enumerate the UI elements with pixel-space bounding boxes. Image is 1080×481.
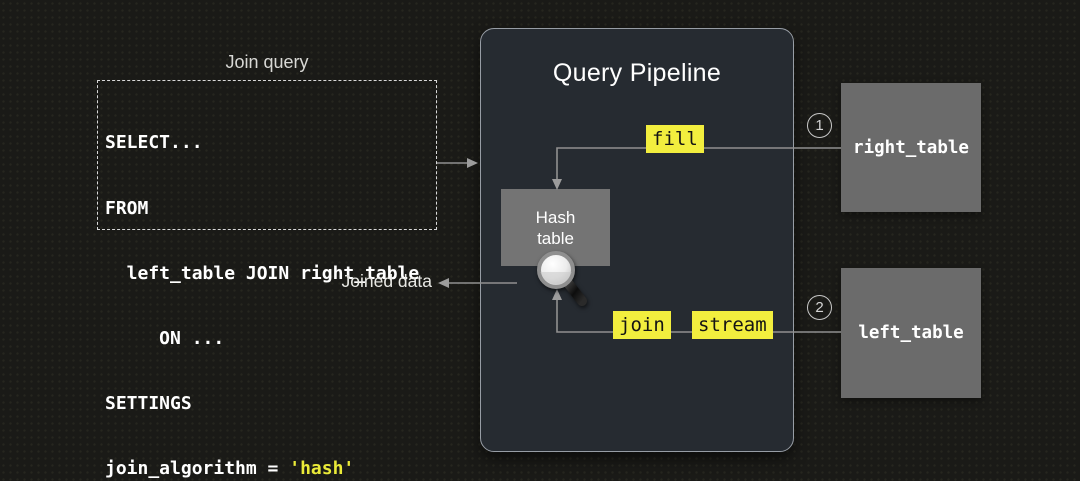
hash-table-label: Hash table bbox=[535, 207, 576, 248]
code-line: left_table JOIN right_table bbox=[105, 262, 420, 284]
code-line: join_algorithm = 'hash' bbox=[105, 458, 436, 480]
pipeline-title: Query Pipeline bbox=[552, 59, 722, 87]
right-table-box: right_table bbox=[841, 83, 981, 212]
right-table-label: right_table bbox=[853, 137, 969, 158]
join-query-label: Join query bbox=[225, 52, 309, 72]
join-badge: join bbox=[613, 311, 671, 339]
code-line: ON ... bbox=[105, 327, 225, 349]
step-badge-2: 2 bbox=[807, 295, 832, 320]
code-setting-value: 'hash' bbox=[289, 457, 355, 479]
joined-data-label: Joined data bbox=[341, 271, 433, 291]
code-line: SELECT... bbox=[105, 132, 203, 154]
left-table-box: left_table bbox=[841, 268, 981, 398]
magnifier-icon bbox=[537, 251, 587, 306]
code-block: SELECT... FROM left_table JOIN right_tab… bbox=[97, 80, 437, 479]
step-badge-1: 1 bbox=[807, 113, 832, 138]
fill-badge: fill bbox=[646, 125, 704, 153]
stream-badge: stream bbox=[692, 311, 773, 339]
left-table-label: left_table bbox=[858, 323, 964, 343]
code-line: SETTINGS bbox=[105, 392, 192, 414]
arrowhead-left bbox=[438, 278, 449, 288]
arrowhead-right bbox=[467, 158, 478, 168]
code-line: FROM bbox=[105, 197, 149, 219]
code-setting-name: join_algorithm = bbox=[105, 457, 290, 479]
